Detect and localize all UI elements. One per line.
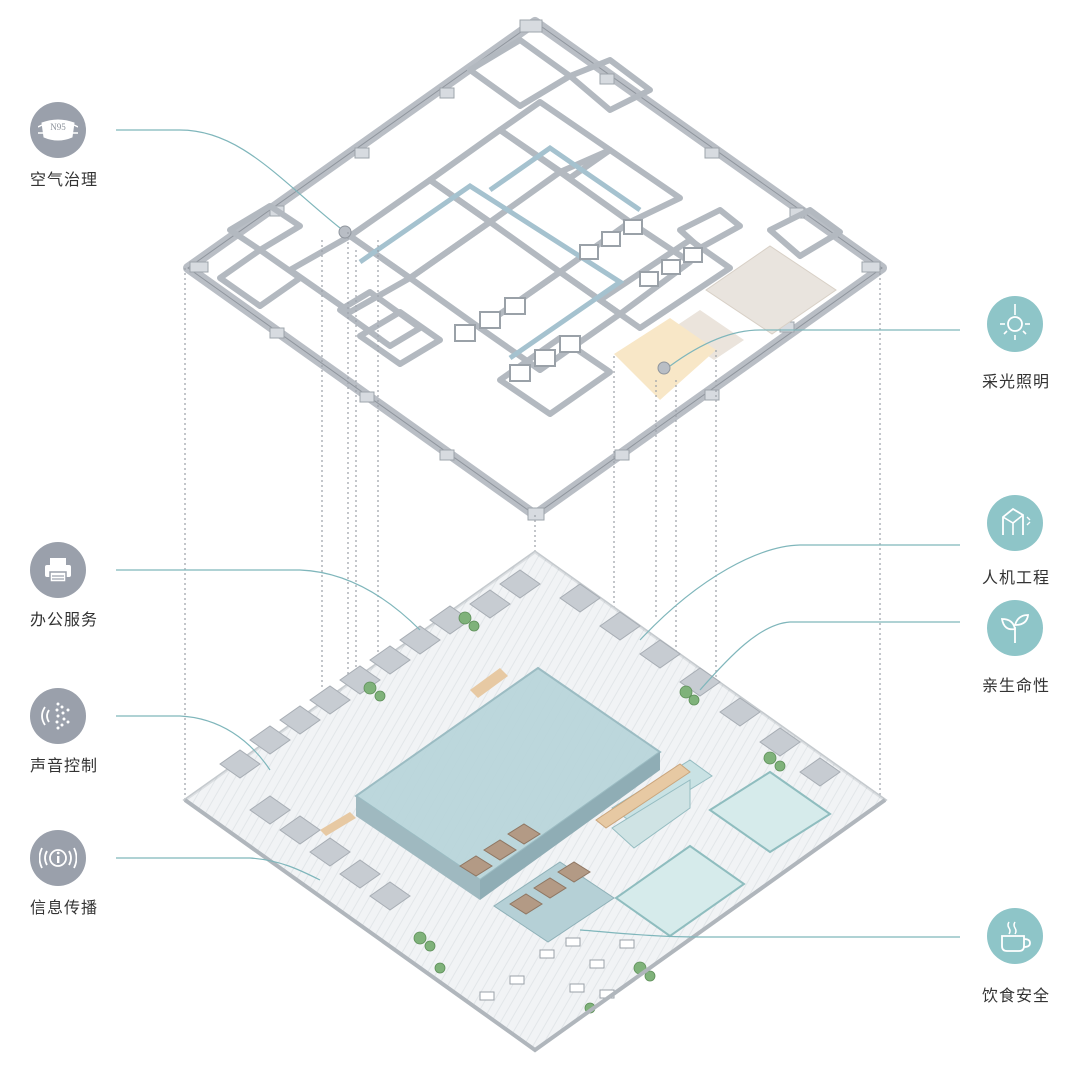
furnished-floor-plan	[182, 550, 888, 1053]
office-service-label: 办公服务	[30, 610, 99, 629]
sprout-icon	[987, 600, 1043, 656]
information-label: 信息传播	[30, 898, 99, 917]
ergonomics-label: 人机工程	[982, 568, 1051, 587]
sound-wave-icon	[30, 688, 86, 744]
printer-icon	[30, 542, 86, 598]
daylight-zone	[614, 318, 716, 400]
air-quality-label: 空气治理	[30, 170, 99, 189]
leader-lines	[116, 129, 960, 938]
ergonomic-chair-icon	[987, 495, 1043, 551]
food-safety-label: 饮食安全	[982, 986, 1051, 1005]
sound-control-label: 声音控制	[30, 756, 99, 775]
n95-icon-text: N95	[50, 122, 66, 132]
sun-light-icon	[987, 296, 1043, 352]
ceiling-plan	[183, 17, 887, 521]
air-sensor-node	[338, 225, 352, 239]
biophilia-label: 亲生命性	[982, 676, 1051, 695]
light-sensor-node	[657, 361, 671, 375]
lighting-label: 采光照明	[982, 372, 1051, 391]
hot-cup-icon	[987, 908, 1043, 964]
info-broadcast-icon	[30, 830, 86, 886]
n95-mask-icon: N95	[30, 102, 86, 158]
